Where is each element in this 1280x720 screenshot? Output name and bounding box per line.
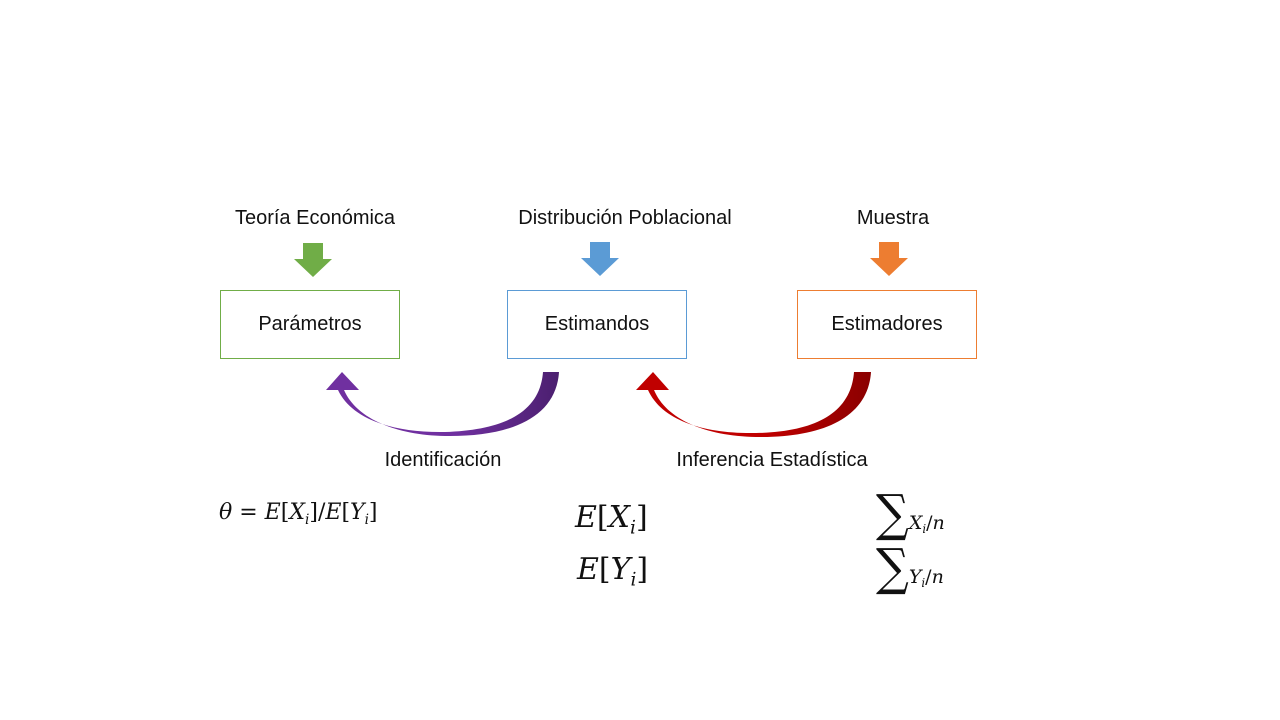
header-muestra: Muestra (856, 207, 930, 229)
curved-arrow-inferencia (636, 372, 871, 438)
formula-estimador-x: ∑Xi/n (876, 483, 945, 543)
summation-symbol: ∑ (876, 483, 909, 543)
box-parametros: Parámetros (220, 290, 400, 359)
curved-arrow-identificacion (326, 372, 559, 437)
formula-estimando-y: E[Yi] (577, 552, 649, 591)
header-distribucion-poblacional: Distribución Poblacional (518, 207, 732, 229)
summation-symbol: ∑ (876, 537, 909, 597)
box-estimadores: Estimadores (797, 290, 977, 359)
box-estimadores-label: Estimadores (831, 313, 943, 335)
down-arrow-distribucion (581, 242, 619, 276)
formula-estimando-x: E[Xi] (575, 500, 648, 539)
down-arrow-teoria (294, 243, 332, 277)
formula-estimador-y: ∑Yi/n (876, 537, 944, 597)
label-identificacion: Identificación (384, 449, 502, 471)
down-arrow-muestra (870, 242, 908, 276)
label-inferencia-estadistica: Inferencia Estadística (676, 449, 868, 471)
box-parametros-label: Parámetros (258, 313, 362, 335)
box-estimandos-label: Estimandos (544, 313, 650, 335)
box-estimandos: Estimandos (507, 290, 687, 359)
header-teoria-economica: Teoría Económica (234, 207, 396, 229)
formula-parametro: θ = E[Xi]/E[Yi] (219, 500, 378, 528)
